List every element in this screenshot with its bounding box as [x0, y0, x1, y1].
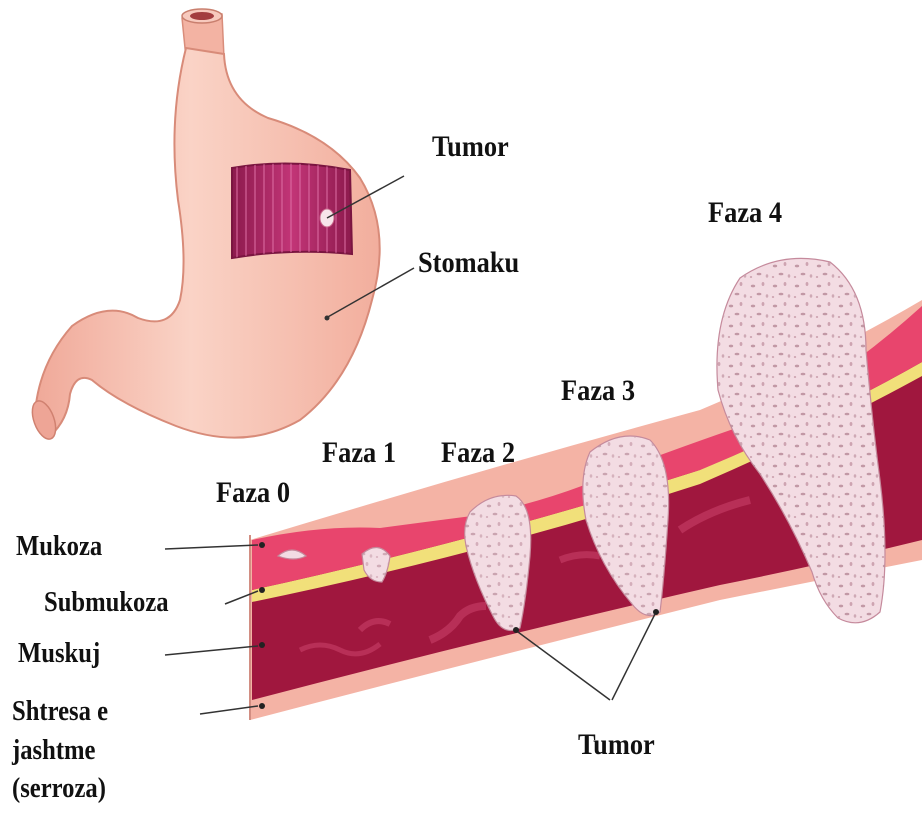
stage-4-label: Faza 4 — [708, 198, 782, 228]
mucosa-label: Mukoza — [16, 533, 102, 561]
stomach-label: Stomaku — [418, 248, 519, 278]
stomach-illustration — [28, 9, 414, 442]
stage-2-label: Faza 2 — [441, 438, 515, 468]
stage-1-label: Faza 1 — [322, 438, 396, 468]
muscle-label: Muskuj — [18, 640, 100, 668]
submucosa-label: Submukoza — [44, 589, 169, 617]
stage-3-label: Faza 3 — [561, 376, 635, 406]
tumor-label-top: Tumor — [432, 132, 509, 162]
tumor-label-bottom: Tumor — [578, 730, 655, 760]
serosa-label-line-3: (serroza) — [12, 770, 108, 809]
serosa-label-line-1: Shtresa e — [12, 693, 108, 732]
stage-0-label: Faza 0 — [216, 478, 290, 508]
serosa-label: Shtresa e jashtme (serroza) — [12, 693, 108, 809]
serosa-label-line-2: jashtme — [12, 732, 108, 771]
